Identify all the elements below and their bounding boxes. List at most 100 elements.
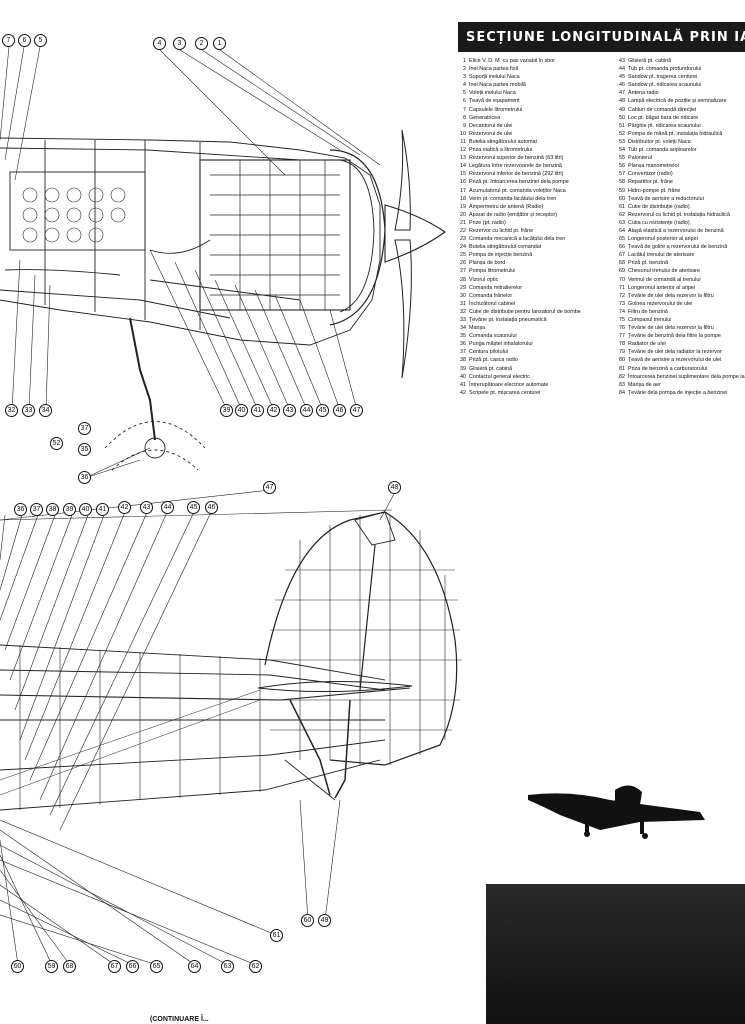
callout-36: 36 <box>78 471 91 484</box>
legend-item-text: Manșa <box>469 325 486 332</box>
callout-3: 3 <box>173 37 186 50</box>
leader-lines-top <box>0 46 381 479</box>
legend-item-text: Generatricea <box>469 114 501 121</box>
legend-item-text: Butelia stingătorului comandat <box>469 244 542 251</box>
callout-6: 6 <box>18 34 31 47</box>
legend-item-text: Priza statică a litrometrului <box>469 147 533 154</box>
legend-item-number: 61 <box>619 203 625 210</box>
callout-44: 44 <box>300 404 313 417</box>
callout-b62: 62 <box>249 960 262 973</box>
legend-item-text: Țevărie pt. instalația pneumatică <box>469 317 547 323</box>
legend-item-text: Chesonul trenului de aterisare <box>628 268 700 275</box>
callout-45: 45 <box>316 404 329 417</box>
legend-item-number: 29 <box>460 284 466 291</box>
legend-item-number: 13 <box>460 155 466 162</box>
front-fuselage-section <box>0 129 446 471</box>
legend-item-text: Vizorul optic <box>469 276 499 283</box>
legend-item-number: 20 <box>460 211 466 218</box>
callout-52: 52 <box>50 437 63 450</box>
callout-2: 2 <box>195 37 208 50</box>
legend-item-number: 57 <box>619 171 625 178</box>
legend-item-number: 54 <box>619 147 625 154</box>
legend-item-number: 25 <box>460 252 466 259</box>
legend-item-text: Sandow pt. tragerea centurei <box>628 74 698 81</box>
legend-item-text: Repartitor pt. frâne <box>628 179 673 186</box>
legend-item-number: 49 <box>619 106 625 113</box>
callout-43: 43 <box>283 404 296 417</box>
legend-item-text: Compasul trenului <box>628 317 672 323</box>
legend-item-number: 1 <box>463 58 466 64</box>
legend-item-number: 48 <box>619 98 625 105</box>
legend-item-text: Cabluri de comandă direcției <box>628 106 697 113</box>
legend-item-number: 43 <box>619 58 625 64</box>
legend-item-number: 72 <box>619 292 625 299</box>
callout-b47: 47 <box>263 481 276 494</box>
legend-item-number: 24 <box>460 244 466 251</box>
legend-item-number: 71 <box>619 284 625 291</box>
legend-item-text: Centura pilotului <box>469 349 508 356</box>
callout-b41: 41 <box>96 503 109 516</box>
callout-b44: 44 <box>161 501 174 514</box>
legend-item-number: 51 <box>619 122 625 129</box>
legend-item-text: Butelia stingătorului automat <box>469 138 538 145</box>
legend-item-text: Priza de benzină a carburatorului <box>628 365 708 372</box>
callout-b67: 67 <box>108 960 121 973</box>
callout-b60a: 60 <box>301 914 314 927</box>
legend-item-text: Manșa de aer <box>628 381 661 388</box>
legend-item-text: Priză pt. casca radio <box>469 357 518 364</box>
legend-item-number: 84 <box>619 389 625 396</box>
legend-item-number: 18 <box>460 195 466 202</box>
legend-item-number: 74 <box>619 308 625 315</box>
legend-item-text: Distribuitor pt. voleții Naca <box>628 138 691 145</box>
legend-item-text: Suporții inelului Naca <box>469 74 520 81</box>
legend-item-number: 27 <box>460 268 466 275</box>
legend-item-text: Pompa litrometrului <box>469 268 516 275</box>
legend-item-number: 21 <box>460 219 466 226</box>
legend-item-text: Țevărie dela pompa de injecție a benzine… <box>628 389 728 396</box>
callout-35: 35 <box>78 443 91 456</box>
legend-item-number: 62 <box>619 211 625 218</box>
legend-item-number: 53 <box>619 138 625 145</box>
legend-item-number: 65 <box>619 236 625 243</box>
legend-item-text: Glisieră pt. cabină <box>628 58 672 64</box>
legend-item-number: 46 <box>619 82 625 89</box>
legend-item-number: 55 <box>619 155 625 162</box>
legend-item-number: 50 <box>619 114 625 121</box>
legend-item-text: Lacătul trenului de aterisare <box>628 252 695 259</box>
legend-item-number: 76 <box>619 325 625 332</box>
callout-4: 4 <box>153 37 166 50</box>
callout-37: 37 <box>78 422 91 435</box>
legend-item-number: 58 <box>619 179 625 186</box>
legend-item-number: 40 <box>460 373 466 380</box>
